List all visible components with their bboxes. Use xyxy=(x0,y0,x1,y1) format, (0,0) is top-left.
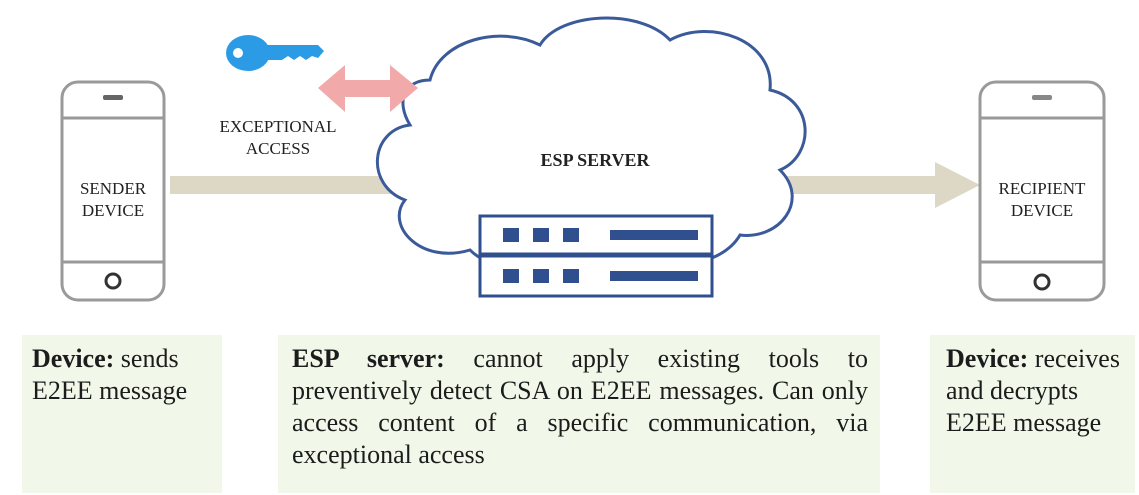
cloud-icon xyxy=(376,16,807,274)
esp-server-label: ESP SERVER xyxy=(540,150,650,170)
sender-caption-title: Device: xyxy=(32,344,115,373)
sender-phone-icon xyxy=(60,80,166,302)
e2ee-diagram xyxy=(60,16,1106,302)
double-arrow-icon xyxy=(318,65,418,112)
recipient-device-label: RECIPIENT DEVICE xyxy=(998,179,1086,220)
flow-arrow-sender-to-server xyxy=(170,176,395,194)
exceptional-access-label: EXCEPTIONAL ACCESS xyxy=(219,117,337,158)
server-rack-icon xyxy=(478,214,714,298)
recipient-phone-icon xyxy=(978,80,1106,302)
recipient-caption-text: receives and decrypts E2EE message xyxy=(946,344,1120,437)
sender-caption-text: sends E2EE message xyxy=(32,344,188,405)
key-icon xyxy=(226,35,324,71)
recipient-caption-box: Device: receives and decrypts E2EE messa… xyxy=(930,335,1135,493)
flow-arrow-server-to-recipient xyxy=(770,162,980,208)
server-caption-title: ESP server: xyxy=(292,344,445,373)
sender-device-label: SENDER DEVICE xyxy=(79,179,147,220)
sender-caption-box: Device: sends E2EE message xyxy=(22,335,222,493)
recipient-caption-title: Device: xyxy=(946,344,1029,373)
server-caption-text: cannot apply existing tools to preventiv… xyxy=(292,344,869,469)
server-caption-box: ESP server: cannot apply existing tools … xyxy=(278,335,880,493)
